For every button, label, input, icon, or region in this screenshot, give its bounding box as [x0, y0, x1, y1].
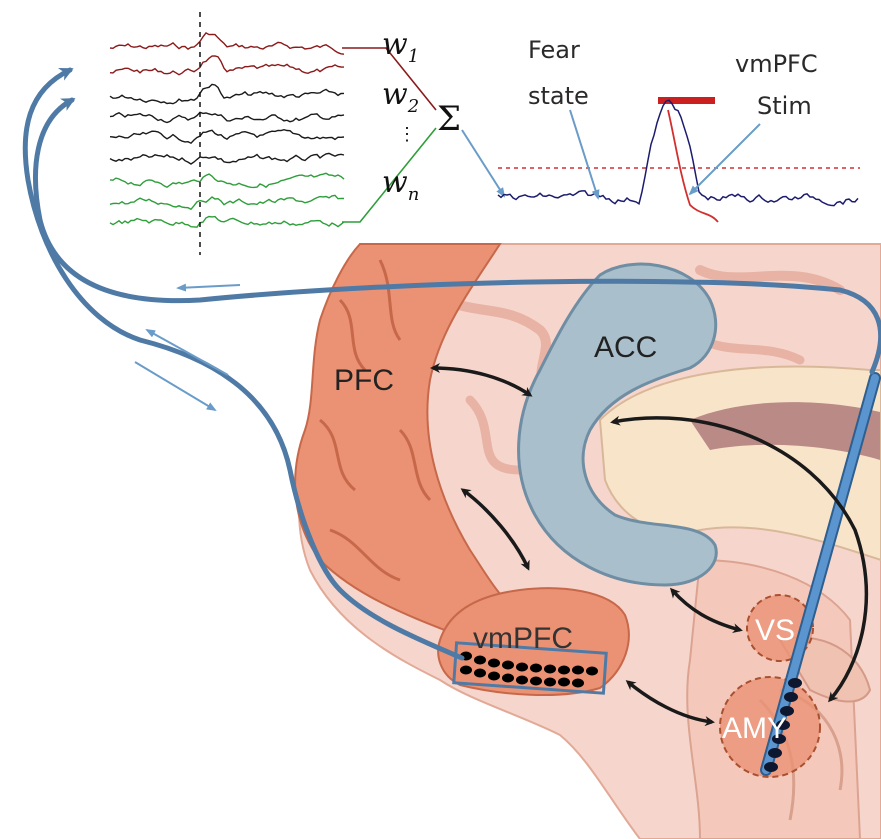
lfp-trace [110, 84, 344, 103]
weighted-sum-wires [342, 48, 504, 222]
lfp-trace [110, 217, 344, 228]
stim-label-line1: vmPFC [735, 50, 818, 78]
weight-labels: w1 w2 ⋮ wn Σ [382, 27, 461, 205]
vs-label: VS [755, 614, 795, 647]
w1-label: w1 [382, 27, 419, 67]
stim-response-trace [668, 110, 718, 222]
vmpfc-label: vmPFC [473, 622, 573, 655]
signal-direction-arrows [135, 285, 240, 410]
fear-label-line1: Fear [528, 36, 580, 64]
lfp-trace [110, 33, 344, 54]
fear-state-plot: Fear state vmPFC Stim [498, 36, 860, 222]
stim-label-line2: Stim [757, 92, 812, 120]
lfp-trace [110, 130, 344, 144]
lfp-traces [110, 33, 344, 227]
lfp-trace [110, 112, 344, 122]
acc-label: ACC [594, 331, 657, 364]
pfc-label: PFC [334, 364, 394, 397]
wn-label: wn [382, 165, 419, 205]
lfp-trace [110, 56, 344, 75]
lfp-trace [110, 153, 344, 164]
lfp-trace [110, 173, 344, 187]
sum-symbol: Σ [437, 99, 461, 139]
amy-label: AMY [722, 712, 787, 745]
brain-illustration: PFC ACC vmPFC VS AMY [295, 244, 881, 839]
lfp-trace [110, 195, 344, 209]
fear-label-line2: state [528, 82, 589, 110]
weight-ellipsis: ⋮ [398, 124, 416, 145]
